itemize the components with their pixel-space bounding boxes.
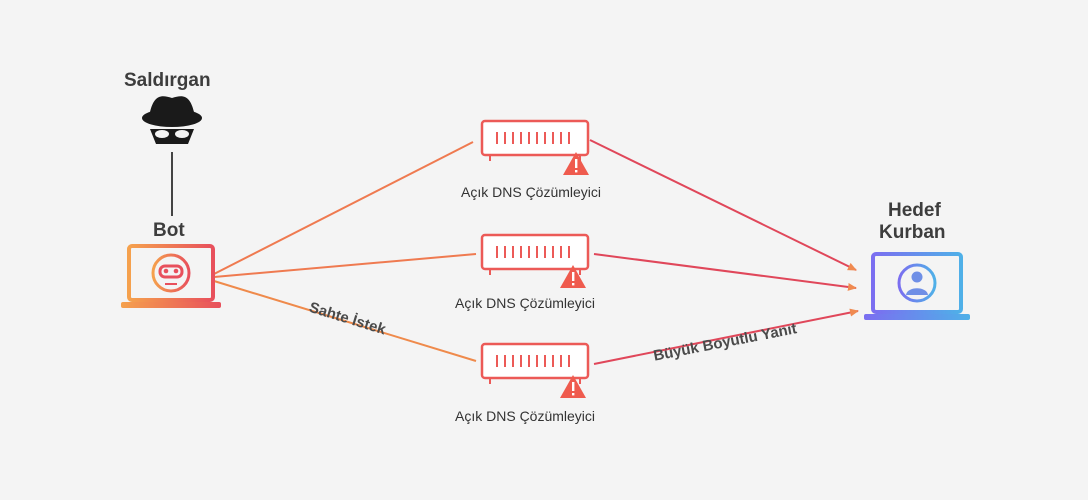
attacker-label: Saldırgan <box>124 70 211 91</box>
dns-server-icon <box>480 342 590 384</box>
bot-label: Bot <box>153 220 185 241</box>
bot-to-resolver-1-line <box>213 141 474 275</box>
warning-triangle-icon <box>560 375 586 398</box>
target-label-line1: Hedef <box>888 200 941 221</box>
resolver-2-to-target-line <box>593 253 857 291</box>
dns-server-icon <box>480 233 590 275</box>
dns-server-icon <box>480 119 590 161</box>
warning-triangle-icon <box>560 265 586 288</box>
target-label-line2: Kurban <box>879 222 946 243</box>
resolver-3-label: Açık DNS Çözümleyici <box>455 408 596 424</box>
bot-to-resolver-3-line <box>213 280 477 362</box>
resolver-2-label: Açık DNS Çözümleyici <box>455 295 596 311</box>
bot-to-resolver-2-line <box>213 253 477 278</box>
resolver-1-label: Açık DNS Çözümleyici <box>461 184 602 200</box>
warning-triangle-icon <box>563 152 589 175</box>
robot-laptop-icon <box>121 244 221 308</box>
resolver-3-to-target-line <box>593 308 859 365</box>
user-laptop-icon <box>864 252 970 320</box>
hacker-hat-mask-icon <box>142 96 202 144</box>
resolver-1-to-target-line <box>589 139 857 271</box>
